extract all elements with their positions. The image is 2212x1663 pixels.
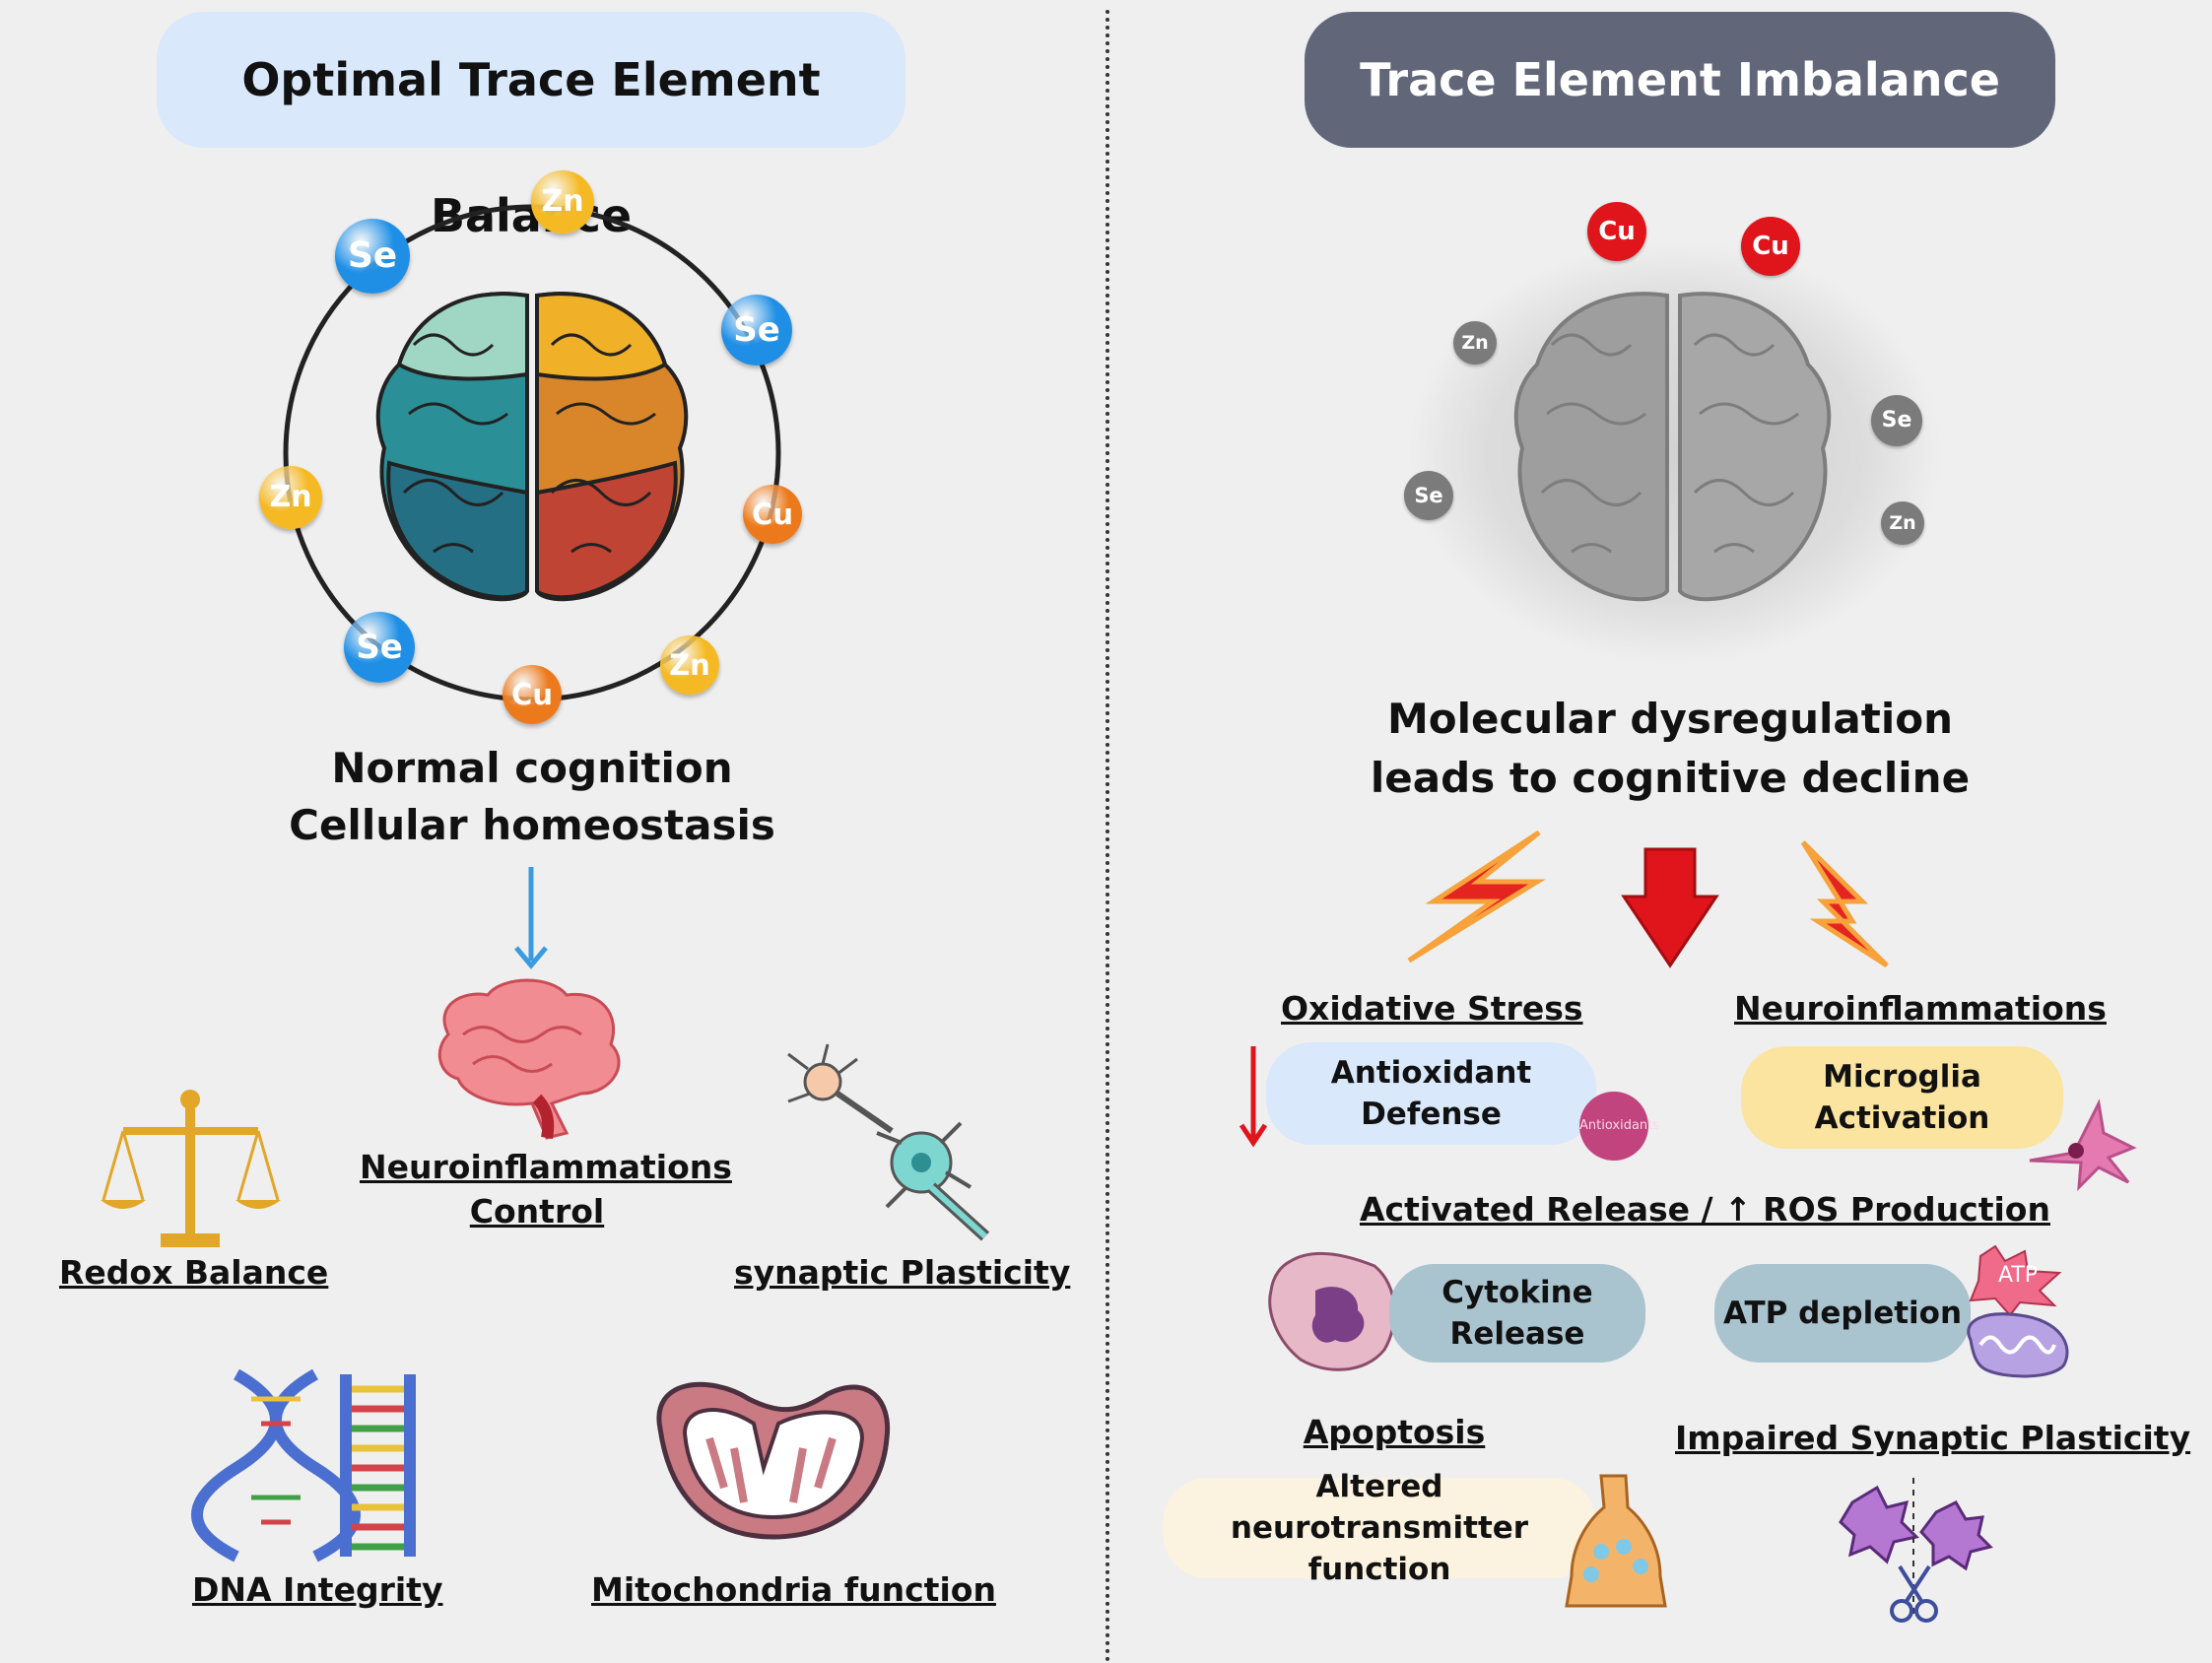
dna-integrity-label: DNA Integrity	[192, 1570, 443, 1609]
right-panel-title: Trace Element Imbalance	[1305, 12, 2055, 148]
neuroinflammations-control-label-line2: Control	[469, 1192, 605, 1231]
left-heading-line2: Cellular homeostasis	[289, 801, 775, 849]
down-arrow-icon	[514, 867, 548, 969]
atp-depletion-pill: ATP depletion	[1714, 1264, 1971, 1363]
left-panel-title: Optimal Trace Element Balance	[157, 12, 905, 242]
neuroinflammations-control-label-line1: Neuroinflammations	[360, 1148, 732, 1186]
element-badge-se: Se	[1404, 471, 1453, 520]
brain-icon	[437, 978, 621, 1140]
synaptic-plasticity-label: synaptic Plasticity	[734, 1253, 1071, 1292]
cut-synapse-icon	[1839, 1478, 1993, 1623]
atp-badge-label: ATP	[1997, 1263, 2039, 1288]
neuroinflammations-label: Neuroinflammations	[1734, 989, 2107, 1028]
panel-divider	[1106, 10, 1109, 1663]
apoptosis-label: Apoptosis	[1303, 1413, 1486, 1451]
atp-burst-icon	[1967, 1244, 2069, 1378]
foggy-brain-diagram	[1409, 241, 1941, 665]
oxidative-stress-label: Oxidative Stress	[1281, 989, 1583, 1028]
element-badge-cu: Cu	[1741, 217, 1800, 276]
altered-neurotransmitter-line1: Altered neurotransmitter	[1230, 1469, 1529, 1546]
lightning-bolt-icon	[1800, 840, 1889, 968]
altered-neurotransmitter-pill: Altered neurotransmitter function	[1163, 1469, 1596, 1587]
left-heading-line1: Normal cognition	[331, 744, 733, 792]
impaired-synaptic-plasticity-label: Impaired Synaptic Plasticity	[1675, 1419, 2191, 1457]
mitochondria-function-label: Mitochondria function	[591, 1570, 996, 1609]
activated-release-label: Activated Release / ↑ ROS Production	[1360, 1190, 2050, 1229]
element-badge-zn: Zn	[531, 170, 594, 233]
redox-balance-label: Redox Balance	[59, 1253, 329, 1292]
synaptic-terminal-icon	[1565, 1474, 1667, 1608]
element-badge-se: Se	[335, 219, 410, 294]
dna-icon	[191, 1368, 416, 1563]
lightning-bolt-icon	[1407, 830, 1546, 964]
right-heading-line1: Molecular dysregulation	[1387, 695, 1953, 743]
element-badge-cu: Cu	[743, 485, 802, 544]
element-badge-se: Se	[344, 612, 415, 683]
right-heading-line2: leads to cognitive decline	[1370, 754, 1971, 802]
cytokine-release-pill: Cytokine Release	[1389, 1264, 1645, 1363]
balance-scale-icon	[101, 1090, 281, 1247]
balanced-brain-diagram	[283, 204, 781, 702]
element-badge-zn: Zn	[1881, 501, 1924, 545]
mitochondria-icon	[656, 1381, 891, 1540]
cytokine-release-line1: Cytokine	[1441, 1275, 1593, 1310]
cytokine-release-line2: Release	[1449, 1316, 1585, 1352]
element-badge-cu: Cu	[1587, 202, 1646, 261]
red-down-arrow-icon	[1621, 847, 1719, 968]
microglia-cell-icon	[2029, 1098, 2137, 1191]
synapse-neurons-icon	[787, 1043, 990, 1241]
element-badge-zn: Zn	[259, 466, 322, 529]
antioxidant-defense-pill: Antioxidant Defense	[1266, 1042, 1596, 1145]
immune-cell-icon	[1268, 1251, 1396, 1371]
altered-neurotransmitter-line2: function	[1307, 1552, 1451, 1587]
decrease-arrow-icon	[1239, 1046, 1268, 1148]
element-badge-cu: Cu	[503, 665, 562, 724]
microglia-activation-pill: Microglia Activation	[1741, 1046, 2063, 1149]
element-badge-zn: Zn	[660, 635, 719, 695]
element-badge-zn: Zn	[1453, 321, 1497, 365]
element-badge-se: Se	[1871, 395, 1922, 446]
antioxidants-badge: Antioxidants	[1579, 1092, 1659, 1161]
element-badge-se: Se	[721, 295, 792, 366]
